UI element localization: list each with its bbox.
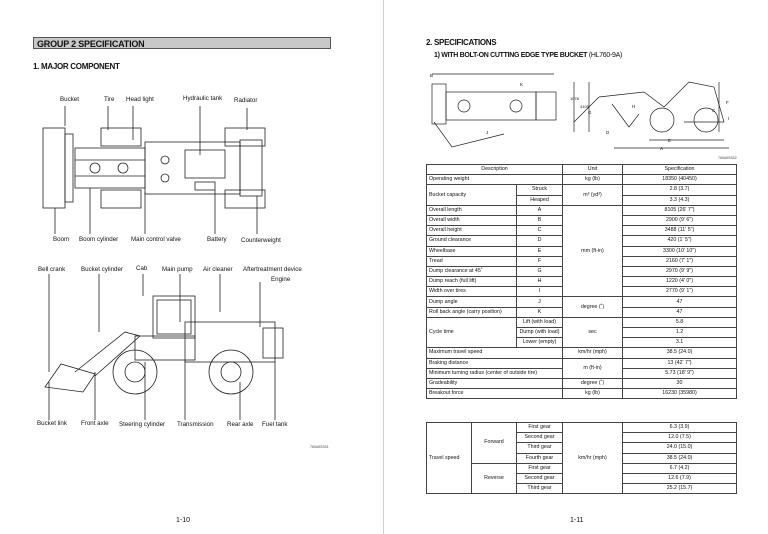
dim-value-4105: 4105 [580,104,589,109]
table-row: Cycle time Lift (with load) sec 5.8 [426,316,737,349]
label-bell-crank: Bell crank [38,266,66,273]
label-transmission: Transmission [177,421,214,428]
header-specification: Specification [622,163,737,176]
label-aftertreatment-device: Aftertreatment device [243,266,302,273]
label-rear-axle: Rear axle [227,421,254,428]
dim-value-1078: 1078 [570,96,579,101]
label-steering-cylinder: Steering cylinder [119,421,166,428]
label-radiator: Radiator [234,97,258,104]
label-bucket-cylinder: Bucket cylinder [81,266,123,273]
header-description: Description [426,163,563,176]
label-air-cleaner: Air cleaner [203,266,233,273]
label-cab: Cab [136,265,148,272]
dim-letter-c: C [712,108,716,113]
dim-letter-a: A [660,146,664,151]
dim-letter-b: B [430,73,434,78]
label-tire: Tire [104,96,115,103]
dimension-drawing [431,73,729,149]
label-fuel-tank: Fuel tank [262,421,288,428]
subsection-title-text: 1) WITH BOLT-ON CUTTING EDGE TYPE BUCKET [434,52,588,59]
reverse-label: Reverse [471,462,517,495]
header-unit: Unit [562,163,623,176]
label-counterweight: Counterweight [241,237,281,244]
dim-letter-d: D [606,130,610,135]
subsection-title: 1) WITH BOLT-ON CUTTING EDGE TYPE BUCKET… [434,52,622,59]
label-hydraulic-tank: Hydraulic tank [183,95,223,102]
table-row: Dump angle J degree (˚) 47 [426,296,737,318]
group-title: GROUP 2 SPECIFICATION [33,37,331,49]
label-main-control-valve: Main control valve [131,236,181,243]
top-view-drawing [42,106,266,234]
dim-letter-k: K [520,82,524,87]
table-row: Overall length A mm (ft-in) 8105 (26' 7"… [426,204,737,298]
table-row: Breakout force kg (lb) 16230 (35980) [426,388,737,400]
label-engine: Engine [271,276,291,283]
spec-table-header: Description Unit Specification [426,163,737,176]
page-number-right: 1-11 [570,517,584,524]
label-bucket: Bucket [60,96,79,103]
label-front-axle: Front axle [81,420,109,427]
travel-speed-label: Travel speed [426,421,472,495]
dim-letter-j: J [486,130,489,135]
drawing-code-left: 760A9SS01 [310,445,329,449]
section-title-major-component: 1. MAJOR COMPONENT [33,62,120,71]
label-boom-cylinder: Boom cylinder [79,236,119,243]
label-bucket-link: Bucket link [37,420,67,427]
label-main-pump: Main pump [162,266,193,273]
table-row: Third gear 25.2 (15.7) [427,483,737,495]
section-title-specifications: 2. SPECIFICATIONS [426,38,497,47]
label-head-light: Head light [126,96,154,103]
drawing-code-right: 760A9SS02 [718,156,737,160]
table-row: Bucket capacity Struck m³ (yd³) 2.8 (3.7… [426,184,737,206]
forward-label: Forward [471,422,517,464]
spec-table: Description Unit Specification Operating… [426,163,737,400]
table-row: Travel speed Forward First gear km/hr (m… [426,421,737,495]
left-page: GROUP 2 SPECIFICATION 1. MAJOR COMPONENT… [33,0,384,534]
travel-speed-unit: km/hr (mph) [562,421,623,495]
page-number-left: 1-10 [176,517,191,524]
dim-letter-i: I [728,116,730,121]
table-row: Gradeability degree (˚) 30 [426,377,737,390]
label-boom: Boom [53,236,70,243]
dim-letter-h: H [632,104,636,109]
side-view-drawing [44,274,284,420]
table-row: Braking distance m (ft-in) 13 (42' 7") [426,357,737,379]
dim-letter-f: F [726,100,729,105]
dim-letter-e: E [668,138,672,143]
table-row: Operating weight kg (lb) 18350 (40450) [426,174,737,186]
label-battery: Battery [207,236,227,243]
dim-letter-g: G [588,110,592,115]
table-row: Maximum travel speed km/hr (mph) 38.5 (2… [426,347,737,359]
travel-speed-table: Travel speed Forward First gear km/hr (m… [426,421,737,495]
model-name: (HL760-9A) [588,52,622,59]
